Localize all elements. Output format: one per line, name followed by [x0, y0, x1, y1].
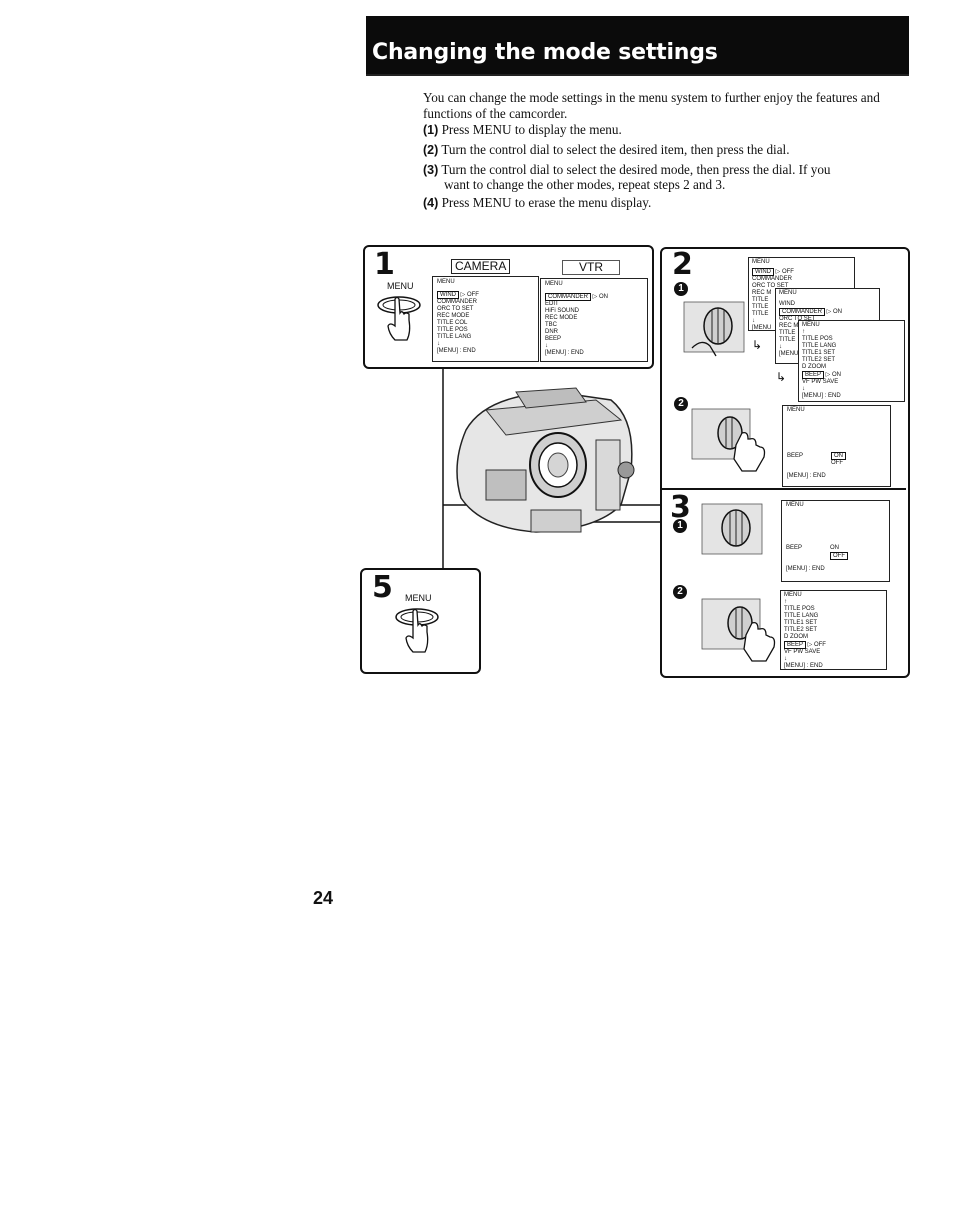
step-4: (4) Press MENU to erase the menu display… — [423, 195, 652, 210]
page-number: 24 — [313, 888, 334, 908]
panel3-screen-2: MENU ↑ TITLE POS TITLE LANG TITLE1 SET T… — [780, 590, 887, 670]
menu-button-press-icon-5 — [395, 608, 439, 653]
menu-label-5: MENU — [405, 593, 432, 603]
camera-label: CAMERA — [451, 259, 511, 274]
step-2: (2) Turn the control dial to select the … — [423, 142, 790, 157]
vtr-label: VTR — [562, 260, 620, 275]
step-3-cont: want to change the other modes, repeat s… — [444, 177, 726, 192]
menu-label: MENU — [387, 281, 414, 291]
panel-2-number: 2 — [672, 247, 693, 282]
substep-3-1-marker: 1 — [673, 519, 687, 533]
substep-2-1-marker: 1 — [674, 282, 688, 296]
panel-1-number: 1 — [374, 247, 395, 282]
camcorder-illustration — [456, 387, 635, 533]
control-dial-turn-icon — [683, 301, 745, 357]
step-1: (1) Press MENU to display the menu. — [423, 122, 622, 137]
title-bar — [366, 16, 909, 76]
panel-5-number: 5 — [372, 570, 393, 605]
panel-divider — [662, 488, 906, 490]
step-3: (3) Turn the control dial to select the … — [423, 162, 831, 177]
cascade-arrow-icon: ↳ — [752, 338, 763, 352]
cascade-arrow-icon-2: ↳ — [776, 370, 787, 384]
menu-button-press-icon — [377, 296, 421, 341]
substep-2-2-marker: 2 — [674, 397, 688, 411]
panel-3-number: 3 — [670, 490, 691, 525]
control-dial-press-icon — [691, 408, 766, 472]
control-dial-press-icon-2 — [701, 598, 776, 662]
panel2-screen-3: MENU ↑ TITLE POS TITLE LANG TITLE1 SET T… — [798, 320, 905, 402]
camera-menu-screen: MENU WIND ▷ OFF COMMANDER ORC TO SET REC… — [432, 276, 539, 362]
page-title: Changing the mode settings — [372, 40, 718, 65]
intro-paragraph: You can change the mode settings in the … — [423, 90, 880, 121]
vtr-menu-screen: MENU COMMANDER ▷ ON EDIT HiFi SOUND REC … — [540, 278, 648, 362]
control-dial-turn-icon-2 — [701, 503, 763, 555]
substep-3-2-marker: 2 — [673, 585, 687, 599]
